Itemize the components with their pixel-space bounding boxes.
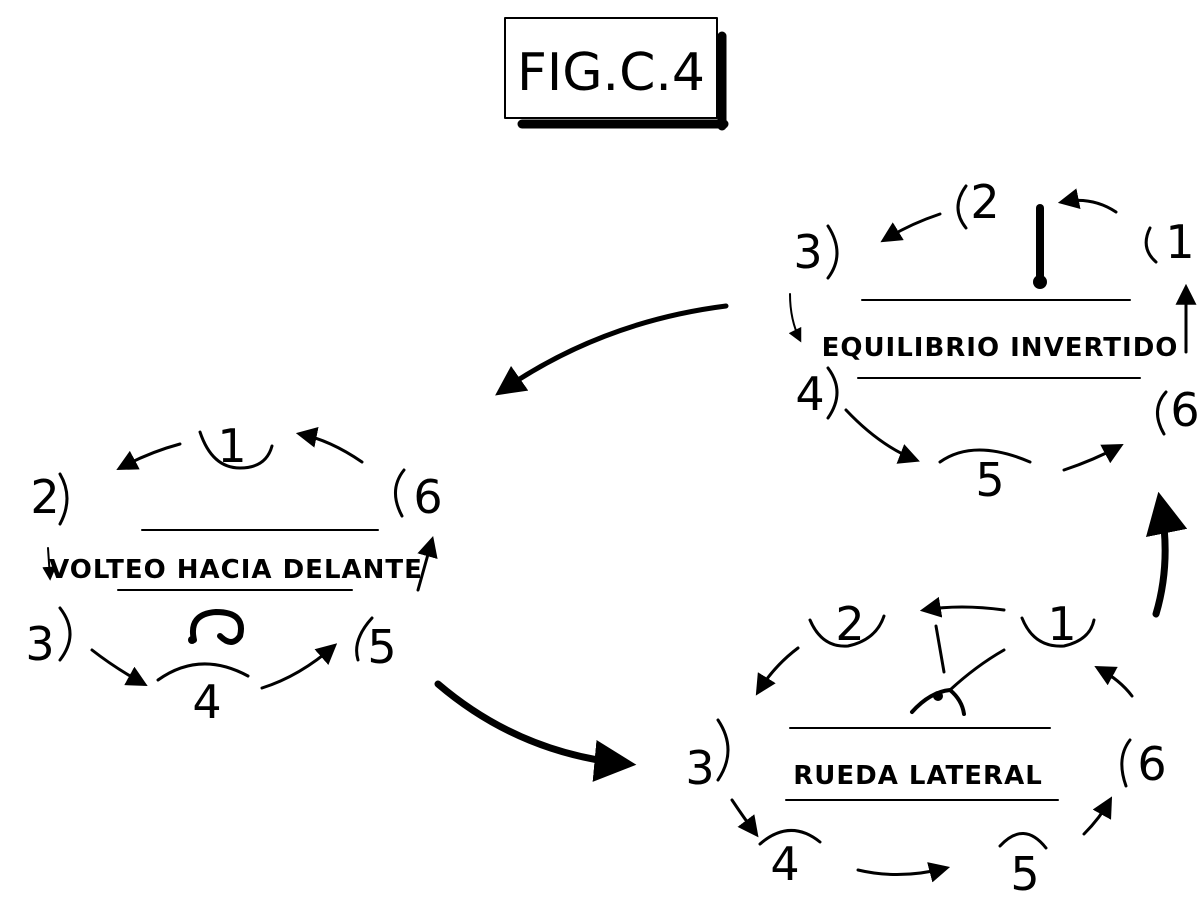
- equilibrio-position-3: 3: [793, 225, 822, 279]
- equilibrio-bracket-3: [826, 224, 839, 280]
- volteo-bracket-2: [58, 472, 69, 526]
- rueda-bracket-2: [808, 614, 886, 648]
- equilibrio-position-4: 4: [795, 367, 824, 421]
- cycle-rueda: 1 2 3 4 5 6 RUEDA LATERAL: [685, 596, 1167, 898]
- rueda-position-1: 1: [1047, 597, 1076, 651]
- equilibrio-bracket-1: [1144, 226, 1158, 264]
- volteo-bracket-4: [156, 662, 250, 682]
- rueda-arrow-1-to-2: [919, 596, 1006, 618]
- cycle-volteo: 1 2 3 4 5 6 VOLTEO HACIA DELANTE: [25, 419, 442, 729]
- volteo-position-2: 2: [30, 470, 59, 524]
- equilibrio-position-2: 2: [970, 175, 999, 229]
- volteo-arrow-3-to-4: [90, 648, 148, 687]
- title-frame: [504, 17, 718, 119]
- equilibrio-arrow-4-to-5: [844, 408, 920, 464]
- rueda-arrow-6-to-1: [1094, 665, 1134, 698]
- volteo-arrow-6-to-1: [295, 427, 364, 464]
- volteo-arrow-1-to-2: [116, 442, 182, 470]
- equilibrio-arrow-3-to-4: [788, 293, 802, 343]
- volteo-arrow-4-to-5: [260, 643, 338, 690]
- rueda-position-5: 5: [1010, 847, 1039, 898]
- volteo-position-4: 4: [192, 675, 221, 729]
- transition-arrow-rueda-to-equilibrio: [1145, 491, 1188, 618]
- equilibrio-arrow-5-to-6: [1062, 444, 1124, 472]
- figure-title-box: FIG.C.4: [504, 17, 729, 131]
- equilibrio-position-1: 1: [1165, 215, 1194, 269]
- equilibrio-bracket-6: [1156, 390, 1168, 436]
- volteo-arrow-5-to-6: [416, 535, 438, 592]
- rueda-position-6: 6: [1137, 737, 1166, 791]
- rueda-position-4: 4: [770, 837, 799, 891]
- rueda-label: RUEDA LATERAL: [793, 761, 1043, 791]
- volteo-label: VOLTEO HACIA DELANTE: [49, 555, 423, 585]
- volteo-position-6: 6: [413, 470, 442, 524]
- cycle-equilibrio: 1 2 3 4 5 6 EQUILIBRIO INVERTIDO: [788, 175, 1199, 507]
- volteo-bracket-5: [355, 616, 374, 662]
- rueda-arrow-4-to-5: [856, 862, 951, 883]
- rueda-arrow-2-to-3: [755, 646, 800, 696]
- equilibrio-position-6: 6: [1170, 383, 1199, 437]
- volteo-bracket-1: [198, 430, 274, 470]
- volteo-bracket-6: [394, 468, 406, 518]
- transition-arrow-volteo-to-rueda: [434, 680, 637, 782]
- equilibrio-bracket-5: [938, 448, 1032, 464]
- equilibrio-bracket-4: [826, 366, 839, 420]
- figure-title: FIG.C.4: [517, 43, 705, 103]
- volteo-bracket-3: [58, 606, 72, 662]
- rueda-position-3: 3: [685, 741, 714, 795]
- volteo-position-5: 5: [367, 620, 396, 674]
- rueda-bracket-4: [758, 829, 822, 846]
- equilibrio-arrow-2-to-3: [880, 212, 942, 243]
- rueda-bracket-3: [716, 718, 730, 782]
- equilibrio-arrow-1-to-2: [1057, 188, 1118, 214]
- rueda-arrow-3-to-4: [730, 798, 759, 838]
- handstand-figure-icon: [1033, 204, 1047, 289]
- somersault-figure-icon: [188, 609, 244, 645]
- rueda-arrow-5-to-6: [1082, 796, 1113, 836]
- rueda-bracket-1: [1020, 616, 1096, 648]
- rueda-bracket-6: [1120, 738, 1132, 788]
- volteo-position-3: 3: [25, 617, 54, 671]
- transition-arrow-equilibrio-to-volteo: [495, 303, 729, 396]
- equilibrio-position-5: 5: [975, 453, 1004, 507]
- equilibrio-label: EQUILIBRIO INVERTIDO: [822, 333, 1179, 363]
- volteo-arrow-2-to-3: [42, 547, 57, 581]
- equilibrio-bracket-2: [956, 184, 968, 230]
- cartwheel-figure-icon: [910, 624, 1006, 716]
- rueda-bracket-5: [998, 832, 1048, 850]
